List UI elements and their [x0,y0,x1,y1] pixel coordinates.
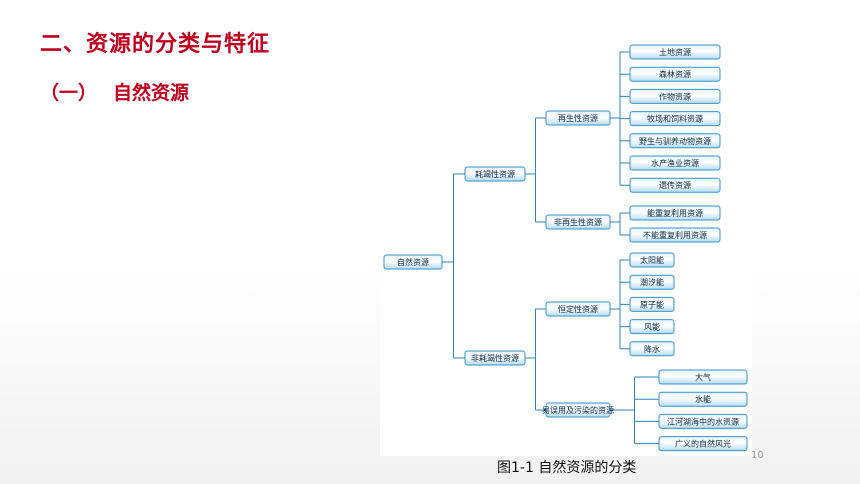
node-label: 自然资源 [397,257,429,267]
node-label: 作物资源 [659,91,691,101]
node-label: 水产渔业资源 [651,158,699,168]
node-box [629,44,721,60]
leaf-node: 太阳能 [629,252,675,268]
slide-subtitle: （一） 自然资源 [40,78,189,105]
node-box [545,110,611,126]
node-box [629,133,721,149]
leaf-node: 降水 [629,341,675,357]
connector-root [442,173,465,359]
node-label: 广义的自然风光 [675,439,731,449]
connector-group [610,259,630,350]
node-box [629,111,721,127]
connector-group [610,376,659,445]
node-label: 非耗竭性资源 [471,353,519,363]
slide-title: 二、资源的分类与特征 [40,32,271,57]
node-label: 遗传资源 [659,180,691,190]
node-label: 再生性资源 [558,113,598,123]
node-box [545,402,611,418]
node-label: 恒定性资源 [558,304,598,314]
leaf-node: 广义的自然风光 [658,436,748,452]
leaf-node: 大气 [658,369,748,385]
node-box [629,319,675,335]
node-box [629,341,675,357]
node-label: 大气 [695,372,711,382]
leaf-node: 野生与驯养动物资源 [629,133,721,149]
leaf-node: 能重复利用资源 [629,205,721,221]
node-box [629,227,721,243]
leaf-node: 江河湖海中的水资源 [658,413,748,429]
group-node: 非再生性资源 [545,214,611,230]
connector-group [610,212,630,236]
subtitle-number: （一） [40,82,98,104]
node-box [383,254,443,270]
group-node: 恒定性资源 [545,301,611,317]
classification-tree: 自然资源 耗竭性资源 再生性资源 土地资源森林资源作物资源牧场和饲料资源野生与驯养动物… [383,44,748,452]
node-box [629,88,721,104]
node-label: 森林资源 [659,69,691,79]
node-box [629,155,721,171]
leaf-node: 作物资源 [629,88,721,104]
node-label: 风能 [644,322,660,332]
classification-diagram: 自然资源 耗竭性资源 再生性资源 土地资源森林资源作物资源牧场和饲料资源野生与驯养动物… [380,26,752,456]
node-box [545,214,611,230]
group-node: 再生性资源 [545,110,611,126]
node-box [658,436,748,452]
page-number: 10 [751,450,764,461]
node-box [629,252,675,268]
node-box [545,301,611,317]
group-node: 易误用及污染的资源 [542,402,614,418]
root-node: 自然资源 [383,254,443,270]
node-box [629,274,675,290]
connector-group [610,51,630,186]
node-box [464,166,526,182]
leaf-node: 遗传资源 [629,177,721,193]
node-box [658,369,748,385]
leaf-node: 不能重复利用资源 [629,227,721,243]
leaf-node: 原子能 [629,296,675,312]
leaf-node: 潮汐能 [629,274,675,290]
node-box [464,350,526,366]
subtitle-text: 自然资源 [113,82,190,104]
branch-node: 非耗竭性资源 [464,350,526,366]
node-box [658,413,748,429]
leaf-node: 水产渔业资源 [629,155,721,171]
node-label: 水能 [695,394,711,404]
connector-branch [525,117,546,223]
leaf-node: 土地资源 [629,44,721,60]
node-box [629,177,721,193]
node-label: 不能重复利用资源 [643,230,707,240]
node-box [629,296,675,312]
node-label: 降水 [644,344,660,354]
connector-branch [525,308,546,411]
node-box [658,391,748,407]
figure-caption: 图1-1 自然资源的分类 [497,460,637,476]
leaf-node: 森林资源 [629,66,721,82]
node-box [629,205,721,221]
node-label: 耗竭性资源 [475,169,515,179]
node-label: 江河湖海中的水资源 [667,416,739,426]
node-label: 原子能 [640,299,664,309]
node-label: 潮汐能 [640,277,664,287]
node-box [629,66,721,82]
node-label: 太阳能 [640,255,664,265]
node-label: 牧场和饲料资源 [647,114,703,124]
leaf-node: 水能 [658,391,748,407]
node-label: 野生与驯养动物资源 [639,136,711,146]
node-label: 易误用及污染的资源 [542,405,614,415]
node-label: 能重复利用资源 [647,208,703,218]
node-label: 非再生性资源 [554,217,602,227]
leaf-node: 牧场和饲料资源 [629,111,721,127]
leaf-node: 风能 [629,319,675,335]
node-label: 土地资源 [659,47,691,57]
branch-node: 耗竭性资源 [464,166,526,182]
